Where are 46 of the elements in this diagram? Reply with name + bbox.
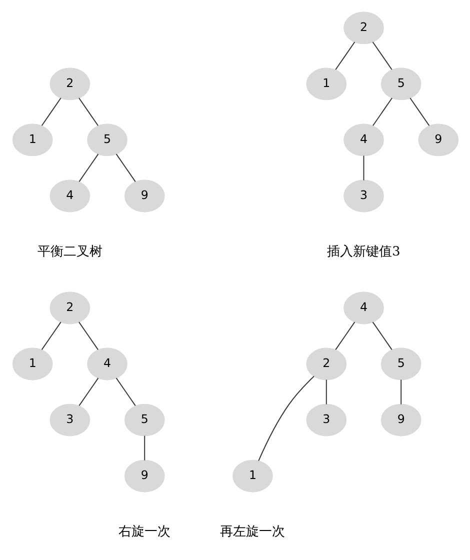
connector <box>409 98 430 126</box>
node-ellipse: 4 <box>343 124 384 156</box>
node-ellipse: 5 <box>124 404 164 436</box>
connector <box>372 42 392 70</box>
connector <box>334 322 355 350</box>
node-ellipse: 4 <box>49 180 90 212</box>
node-ellipse: 9 <box>380 404 421 436</box>
node-ellipse: 2 <box>343 12 384 44</box>
node-ellipse: 4 <box>343 292 384 324</box>
node-ellipse: 4 <box>86 348 127 380</box>
node-ellipse: 2 <box>49 68 90 100</box>
node-ellipse: 5 <box>86 124 127 156</box>
node-ellipse: 1 <box>12 124 52 156</box>
connector <box>325 379 326 405</box>
connector <box>372 322 392 350</box>
connector <box>78 154 98 182</box>
connector <box>40 98 61 126</box>
connector <box>115 378 136 406</box>
connector <box>115 154 136 182</box>
node-ellipse: 5 <box>380 348 421 380</box>
node-ellipse: 2 <box>49 292 90 324</box>
node-ellipse: 3 <box>49 404 90 436</box>
node-ellipse: 9 <box>124 460 164 492</box>
connector <box>78 378 98 406</box>
connector <box>400 379 402 405</box>
node-ellipse: 9 <box>418 124 458 156</box>
label: 再左旋一次 <box>220 524 285 540</box>
label: 插入新键值3 <box>326 244 400 260</box>
label: 平衡二叉树 <box>36 244 102 260</box>
connector <box>258 376 314 462</box>
connector <box>144 435 145 461</box>
node-ellipse: 2 <box>306 348 346 380</box>
node-ellipse: 1 <box>12 348 52 380</box>
connector <box>78 322 98 350</box>
connector <box>362 155 364 181</box>
node-ellipse: 3 <box>306 404 346 436</box>
connector <box>78 98 98 126</box>
connector <box>334 42 355 70</box>
label: 右旋一次 <box>118 524 170 540</box>
connector <box>40 322 61 350</box>
node-ellipse: 1 <box>232 460 272 492</box>
node-ellipse: 3 <box>343 180 384 212</box>
node-ellipse: 5 <box>380 68 421 100</box>
connector <box>372 98 392 126</box>
node-ellipse: 1 <box>306 68 346 100</box>
node-ellipse: 9 <box>124 180 164 212</box>
